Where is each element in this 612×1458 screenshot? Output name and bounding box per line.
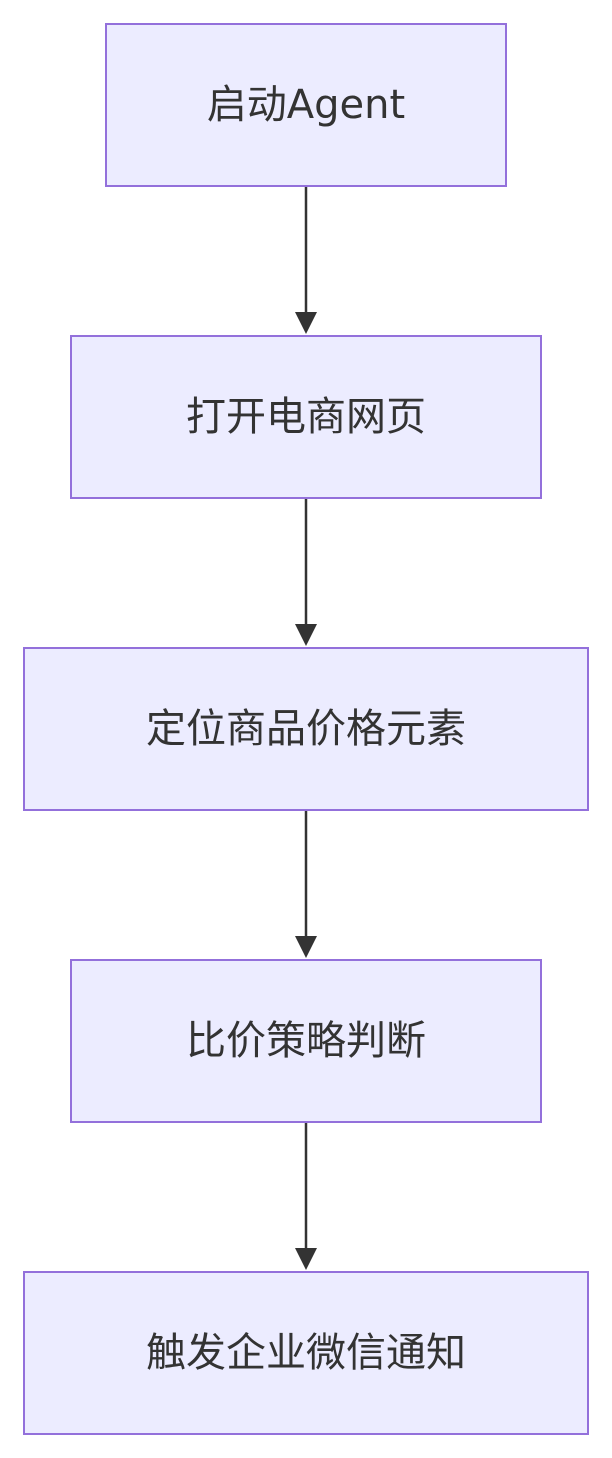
node-label: 比价策略判断 — [186, 1018, 426, 1064]
arrowhead-icon — [295, 936, 317, 958]
flow-edge-open-to-locate — [295, 498, 317, 646]
node-label: 定位商品价格元素 — [146, 706, 466, 752]
flow-node-locate-price-element: 定位商品价格元素 — [23, 647, 589, 811]
flow-edge-start-to-open — [295, 186, 317, 334]
arrowhead-icon — [295, 312, 317, 334]
arrowhead-icon — [295, 1248, 317, 1270]
arrowhead-icon — [295, 624, 317, 646]
flow-node-start-agent: 启动Agent — [105, 23, 507, 187]
node-label: 打开电商网页 — [186, 394, 426, 440]
node-label: 启动Agent — [207, 82, 405, 128]
node-label: 触发企业微信通知 — [146, 1330, 466, 1376]
flow-edge-decision-to-notify — [295, 1122, 317, 1270]
flow-node-price-comparison-decision: 比价策略判断 — [70, 959, 542, 1123]
flow-edge-locate-to-decision — [295, 810, 317, 958]
flow-node-trigger-wecom-notification: 触发企业微信通知 — [23, 1271, 589, 1435]
flow-node-open-ecommerce-page: 打开电商网页 — [70, 335, 542, 499]
